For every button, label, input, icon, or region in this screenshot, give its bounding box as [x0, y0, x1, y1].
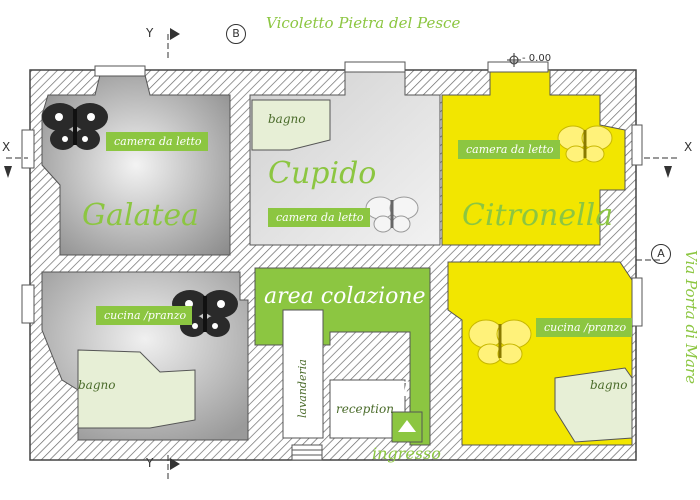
- area-colazione-label: area colazione: [264, 284, 426, 309]
- cupido-room-name: Cupido: [268, 156, 377, 191]
- galatea-bathroom-floor: [77, 349, 196, 429]
- axis-label-y-top: Y: [146, 26, 154, 40]
- citronella-bedroom-tag: camera da letto: [458, 140, 560, 159]
- reception-label: reception: [336, 402, 394, 416]
- citronella-bathroom-floor: [554, 367, 633, 443]
- galatea-room-name: Galatea: [82, 198, 200, 233]
- entrance-label: ingresso: [372, 444, 441, 463]
- street-label-top: Vicoletto Pietra del Pesce: [266, 14, 461, 32]
- elevation-marker: [507, 53, 521, 67]
- elevation-label: - 0.00: [522, 53, 552, 64]
- section-lines: [6, 34, 680, 480]
- cupido-bathroom-label: bagno: [268, 112, 306, 126]
- grid-marker-b: B: [226, 24, 246, 44]
- windows: [21, 61, 643, 327]
- section-arrows: [4, 28, 672, 470]
- street-label-right: Via Porta di Mare: [682, 250, 700, 385]
- butterfly-icon-yellow: [468, 319, 532, 365]
- citronella-room-name: Citronella: [462, 198, 614, 233]
- axis-label-y-bottom: Y: [146, 456, 154, 470]
- axis-label-x-left: X: [2, 140, 11, 154]
- citronella-bathroom-label: bagno: [590, 378, 628, 392]
- info-icon: i: [402, 370, 411, 403]
- lavanderia-label: lavanderia: [296, 359, 309, 418]
- cupido-bedroom-tag: camera da letto: [268, 208, 370, 227]
- galatea-bedroom-tag: camera da letto: [106, 132, 208, 151]
- entrance-stair: [291, 411, 423, 461]
- cupido-bathroom-floor: [251, 99, 331, 151]
- axis-label-x-right: X: [684, 140, 693, 154]
- lavanderia-floor: [282, 309, 324, 439]
- galatea-bathroom-label: bagno: [78, 378, 116, 392]
- galatea-kitchen-tag: cucina /pranzo: [96, 306, 193, 325]
- grid-marker-a: A: [651, 244, 671, 264]
- reception-floor: [329, 379, 406, 439]
- butterfly-icon-yellow: [557, 125, 613, 163]
- citronella-kitchen-tag: cucina /pranzo: [536, 318, 633, 337]
- butterfly-icon-dark: [42, 103, 108, 150]
